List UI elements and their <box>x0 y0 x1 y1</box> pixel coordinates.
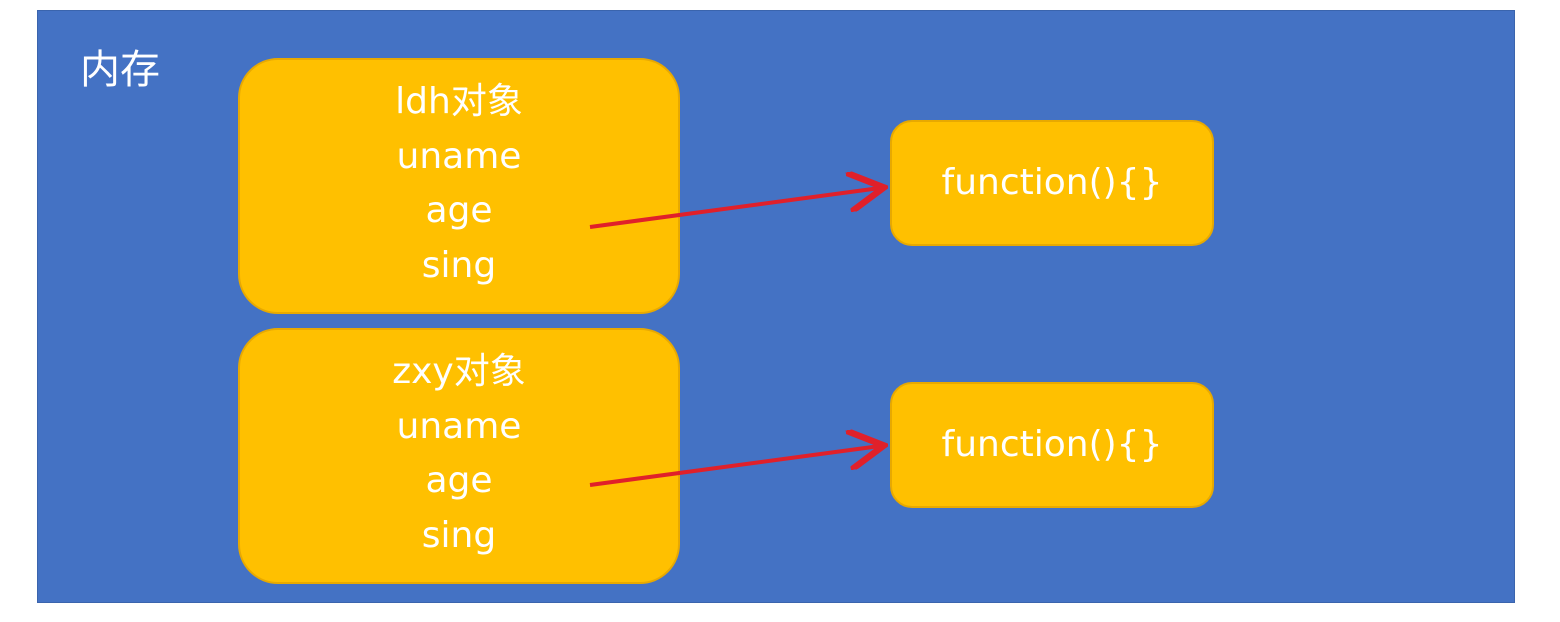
object-field-age: age <box>425 190 493 232</box>
object-box-ldh: ldh对象 uname age sing <box>238 58 680 314</box>
object-field-sing: sing <box>421 514 497 556</box>
object-title: ldh对象 <box>395 81 523 123</box>
object-box-zxy: zxy对象 uname age sing <box>238 328 680 584</box>
object-field-age: age <box>425 460 493 502</box>
object-field-uname: uname <box>396 135 522 177</box>
function-box-2: function(){} <box>890 382 1214 508</box>
object-title: zxy对象 <box>392 351 526 393</box>
function-label: function(){} <box>941 424 1163 465</box>
memory-label: 内存 <box>80 47 160 93</box>
object-field-sing: sing <box>421 244 497 286</box>
function-box-1: function(){} <box>890 120 1214 246</box>
function-label: function(){} <box>941 162 1163 203</box>
object-field-uname: uname <box>396 405 522 447</box>
